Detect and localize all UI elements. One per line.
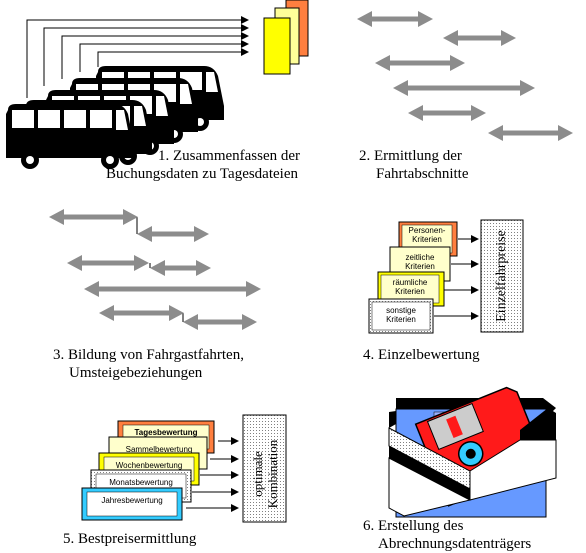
- trip-arrow: [183, 314, 257, 330]
- trip-arrow: [84, 281, 261, 297]
- segment-arrow: [393, 80, 535, 96]
- segment-arrow: [408, 105, 486, 121]
- criteria-label-space: räumliche Kriterien: [392, 278, 428, 296]
- trip-arrow: [99, 305, 184, 321]
- trip-arrow: [137, 226, 209, 242]
- rating-label-month: Monatsbewertung: [109, 478, 173, 487]
- trip-arrow: [150, 260, 211, 276]
- daily-files-icon: [263, 0, 309, 75]
- step4-caption: 4. Einzelbewertung: [363, 346, 480, 364]
- rating-label-year: Jahresbewertung: [101, 496, 163, 505]
- step3-line2: Umsteigebeziehungen: [69, 365, 203, 381]
- individual-prices-label: Einzelfahrpreise: [494, 230, 509, 322]
- criteria-label-person: Personen- Kriterien: [408, 226, 446, 244]
- step6-line1: 6. Erstellung des: [363, 518, 464, 534]
- segment-arrow: [443, 30, 516, 46]
- step5-caption: 5. Bestpreisermittlung: [63, 530, 196, 548]
- step5-line1: 5. Bestpreisermittlung: [63, 531, 197, 547]
- step3-line1: 3. Bildung von Fahrgastfahrten,: [53, 347, 244, 363]
- panel2-segments: [357, 11, 573, 141]
- panel5-bestprice: [81, 414, 287, 523]
- step6-caption: 6. Erstellung des Abrechnungsdatenträger…: [363, 517, 531, 553]
- step1-line2: Buchungsdaten zu Tagesdateien: [106, 166, 298, 182]
- step6-line2: Abrechnungsdatenträgers: [378, 536, 532, 552]
- step1-line1: 1. Zusammenfassen der: [158, 148, 301, 164]
- rating-label-day: Tagesbewertung: [134, 428, 198, 437]
- panel4-evaluation: [368, 219, 524, 334]
- floppy-disk-icon: [388, 386, 557, 518]
- criteria-label-other: sonstige Kriterien: [386, 306, 416, 324]
- panel3-trips: [49, 209, 261, 330]
- step3-caption: 3. Bildung von Fahrgastfahrten, Umsteige…: [53, 346, 244, 382]
- segment-arrow: [357, 11, 433, 27]
- optimal-combination-line1: optimale: [250, 451, 265, 497]
- segment-arrow: [488, 125, 573, 141]
- step1-caption: 1. Zusammenfassen der Buchungsdaten zu T…: [106, 147, 301, 183]
- rating-label-collective: Sammelbewertung: [125, 445, 193, 454]
- rating-label-week: Wochenbewertung: [115, 461, 183, 470]
- trip-arrow: [49, 209, 138, 225]
- trip-arrow: [67, 255, 149, 271]
- criteria-label-time: zeitliche Kriterien: [405, 253, 435, 271]
- step2-caption: 2. Ermittlung der Fahrtabschnitte: [359, 147, 468, 183]
- panel1-buses: [6, 0, 309, 169]
- segment-arrow: [375, 55, 465, 71]
- bus-data-lines: [26, 16, 249, 98]
- step2-line1: 2. Ermittlung der: [359, 148, 462, 164]
- bus-icon: [6, 104, 134, 169]
- optimal-combination-label: optimale Kombination: [250, 421, 280, 527]
- step4-line1: 4. Einzelbewertung: [363, 347, 480, 363]
- step2-line2: Fahrtabschnitte: [376, 166, 469, 182]
- optimal-combination-line2: Kombination: [265, 439, 280, 509]
